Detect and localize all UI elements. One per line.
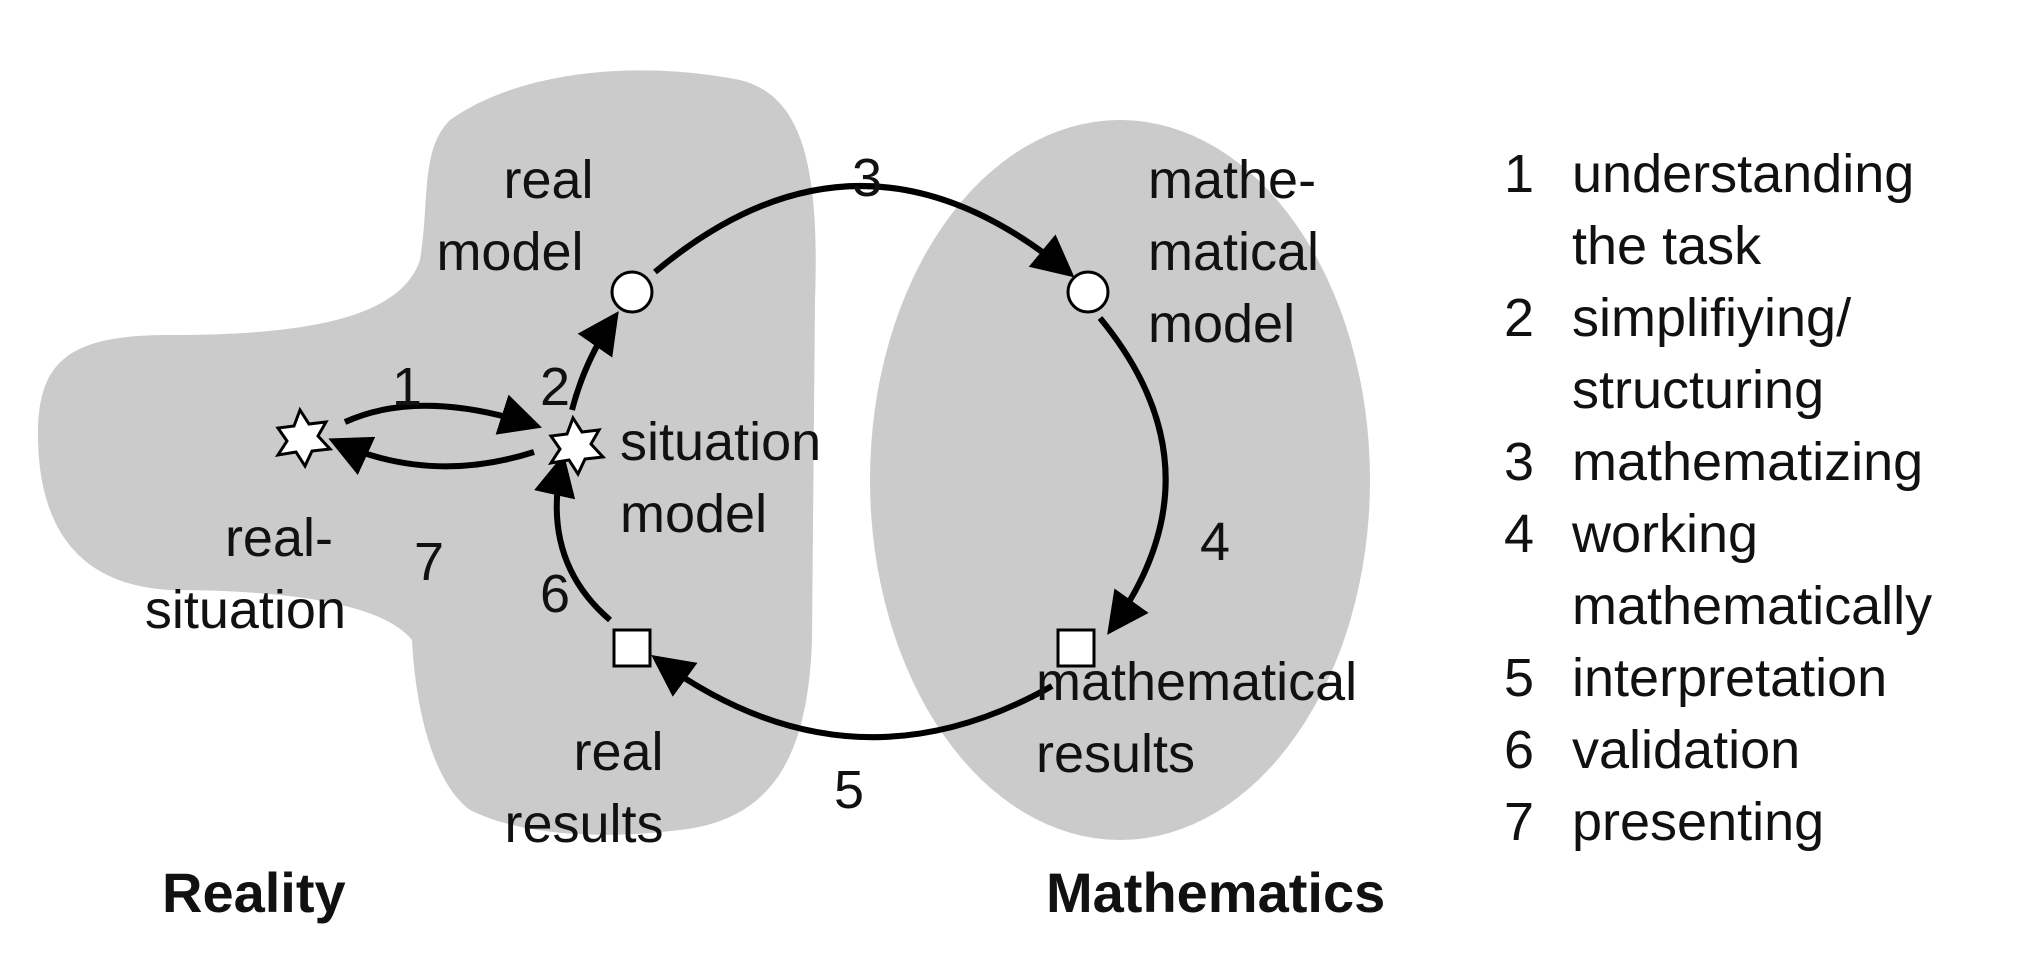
arrow-3-mathematizing [653,183,1075,278]
step-number-3: 3 [852,148,882,208]
real-results-label: real results [504,722,678,854]
legend-number-3: 3 [1504,432,1534,492]
legend-number-5: 5 [1504,648,1534,708]
arrow-7-presenting [328,436,535,476]
legend-text-2-1: simplifiying/ [1572,288,1851,348]
real-situation-label: real- situation [145,508,348,640]
mathematical-results-node [1056,628,1096,668]
reality-title: Reality [162,861,346,924]
mathematics-title: Mathematics [1046,861,1385,924]
step-number-2: 2 [540,357,570,417]
legend-text-2-2: structuring [1572,360,1824,420]
situation-model-star-icon [547,414,607,478]
real-model-label: real model [436,150,608,282]
legend-number-7: 7 [1504,792,1534,852]
arrow-4-working-mathematically [1097,316,1169,635]
real-model-node [610,270,654,314]
mathematical-model-label: mathe- matical model [1148,150,1334,354]
legend-text-6-1: validation [1572,720,1800,780]
arrow-1-understanding [343,394,542,435]
legend-text-1-1: understanding [1572,144,1914,204]
real-situation-star-icon [274,406,334,470]
arrow-6-validation [534,453,612,623]
mathematics-region [870,120,1370,840]
step-number-4: 4 [1200,512,1230,572]
legend: 1 understanding the task 2 simplifiying/stru… [1504,144,1932,852]
legend-number-4: 4 [1504,504,1534,564]
arrow-5-interpretation [651,655,1054,741]
step-number-6: 6 [540,564,570,624]
situation-model-label: situation model [620,412,836,544]
legend-text-1-2: the task [1572,216,1762,276]
step-number-5: 5 [834,760,864,820]
legend-number-6: 6 [1504,720,1534,780]
legend-number-2: 2 [1504,288,1534,348]
arrow-2-simplifying [569,311,619,411]
legend-text-3-1: mathematizing [1572,432,1923,492]
legend-text-7-1: presenting [1572,792,1824,852]
legend-text-5-1: interpretation [1572,648,1887,708]
legend-text-4-1: working [1571,504,1758,564]
step-number-1: 1 [392,357,422,417]
step-number-7: 7 [414,532,444,592]
mathematical-model-node [1066,270,1110,314]
mathematical-results-label: mathematical results [1036,652,1372,784]
legend-text-4-2: mathematically [1572,576,1932,636]
real-results-node [612,628,652,668]
legend-number-1: 1 [1504,144,1534,204]
